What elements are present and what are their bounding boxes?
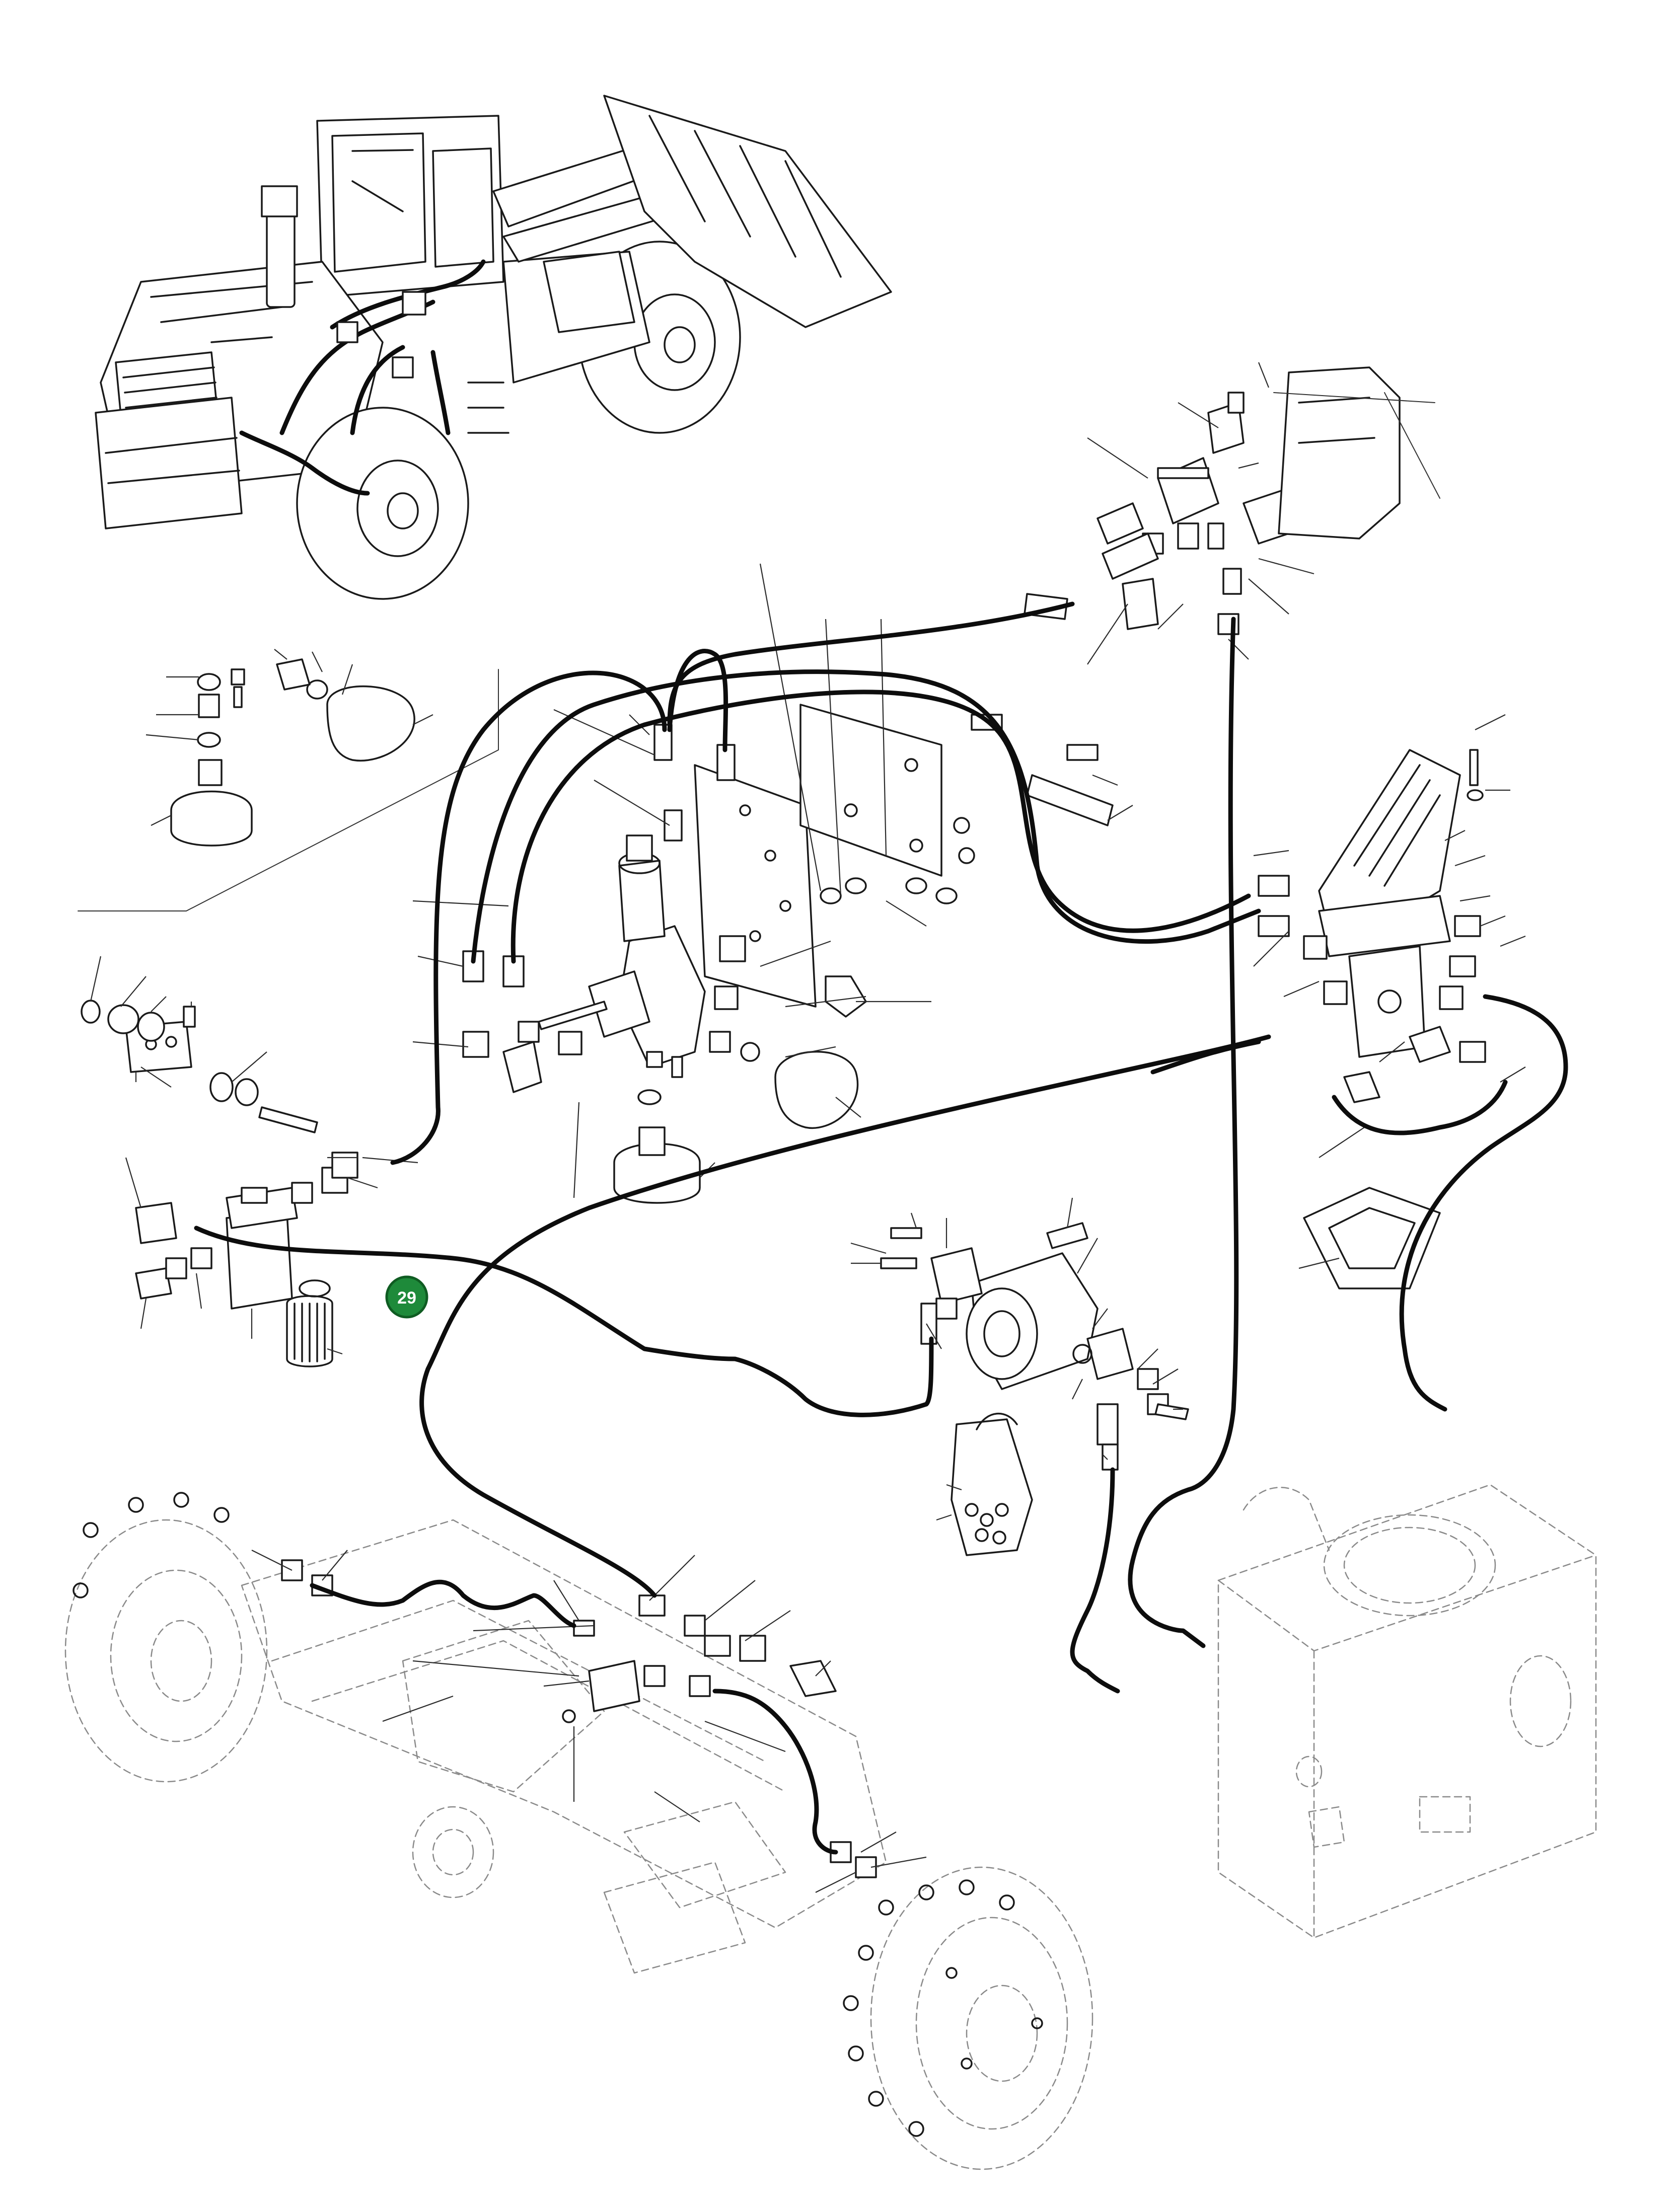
front-axle-assembly — [64, 1492, 1093, 2170]
hydraulic-tank — [1217, 1484, 1597, 1939]
hydraulic-hoses — [194, 601, 1568, 1855]
filter-group — [81, 956, 418, 1367]
brake-pedal-valve-group — [1024, 362, 1526, 1289]
callout-29-marker[interactable] — [385, 1275, 428, 1319]
callout-29[interactable]: 29 — [385, 1275, 428, 1319]
pump-group — [850, 1197, 1189, 1556]
callout-29-label: 29 — [397, 1288, 416, 1308]
brake-valve-manifold-group — [412, 563, 1133, 1204]
wheel-loader-overview — [95, 95, 892, 600]
accumulator-detail-group — [78, 649, 499, 911]
